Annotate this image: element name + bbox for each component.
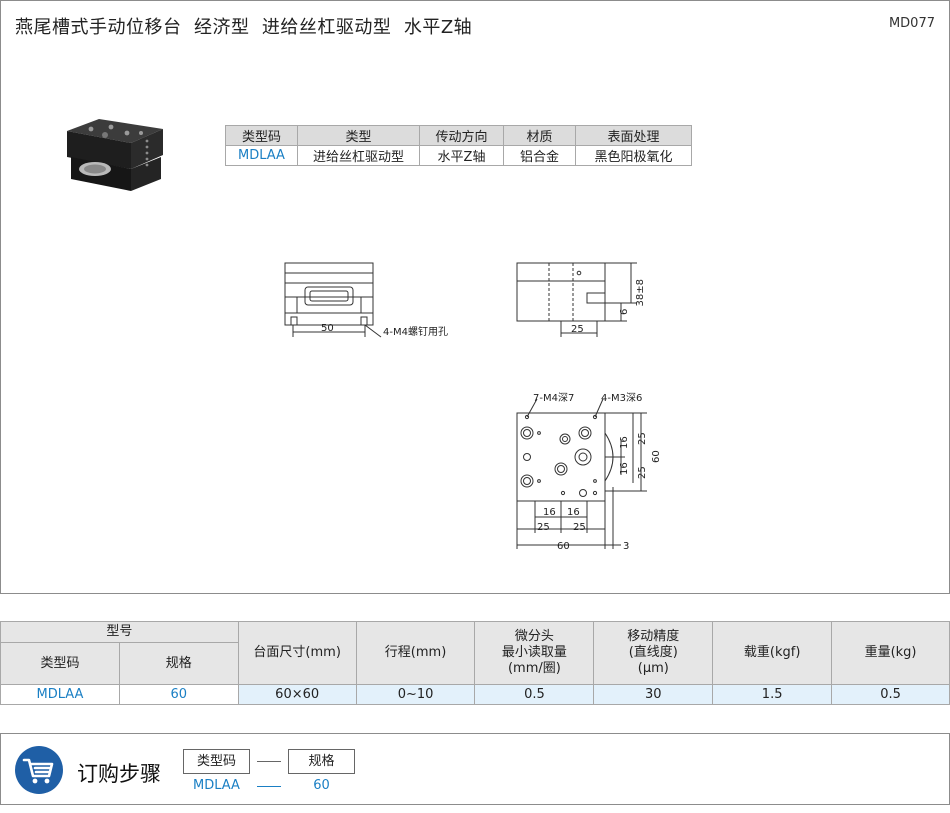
spec-stroke: 0~10 — [355, 684, 476, 705]
top-dim-25-v2: 25 — [637, 466, 648, 479]
top-note-m3: 4-M3深6 — [601, 392, 642, 404]
top-dim-60-v: 60 — [651, 450, 659, 463]
type-info-header: 传动方向 — [419, 125, 504, 146]
top-dim-25-h1: 25 — [537, 522, 550, 533]
material-cell: 铝合金 — [503, 145, 576, 166]
top-dim-3: 3 — [623, 541, 629, 552]
type-info-header: 材质 — [503, 125, 576, 146]
step-box-type-code: 类型码 — [183, 749, 250, 774]
type-info-header: 类型码 — [225, 125, 298, 146]
spec-reading: 0.5 — [474, 684, 595, 705]
spec-header: 移动精度 (直线度) (μm) — [593, 621, 714, 685]
side-dim-height: 38±8 — [635, 279, 646, 306]
spec-weight: 0.5 — [831, 684, 950, 705]
page-title: 燕尾槽式手动位移台 经济型 进给丝杠驱动型 水平Z轴 — [15, 17, 473, 38]
product-code: MD077 — [888, 16, 935, 31]
type-info-table: 类型码 类型 传动方向 材质 表面处理 MDLAA 进给丝杠驱动型 水平Z轴 铝… — [225, 125, 692, 166]
spec-value-header: 规格 — [118, 642, 239, 685]
top-view-drawing: 7-M4深7 4-M3深6 16 16 25 25 60 16 16 25 25… — [516, 392, 659, 552]
product-panel: 燕尾槽式手动位移台 经济型 进给丝杠驱动型 水平Z轴 MD077 类型码 类型 … — [0, 0, 950, 594]
front-dim-50: 50 — [321, 323, 334, 334]
type-info-row: MDLAA 进给丝杠驱动型 水平Z轴 铝合金 黑色阳极氧化 — [225, 145, 692, 166]
front-view-drawing: 50 4-M4螺钉用孔 — [284, 262, 448, 338]
side-dim-25: 25 — [571, 324, 584, 335]
type-cell: 进给丝杠驱动型 — [297, 145, 420, 166]
side-view-drawing: 25 38±8 6 — [516, 262, 646, 337]
spec-header: 微分头 最小读取量 (mm/圈) — [474, 621, 595, 685]
spec-table-size: 60×60 — [237, 684, 357, 705]
top-dim-25-h2: 25 — [573, 522, 586, 533]
spec-header: 台面尺寸(mm) — [237, 621, 357, 685]
order-steps-panel: 订购步骤 类型码 规格 MDLAA 60 — [0, 733, 950, 805]
side-dim-6: 6 — [619, 309, 630, 315]
surface-cell: 黑色阳极氧化 — [575, 145, 692, 166]
spec-accuracy: 30 — [593, 684, 714, 705]
spec-header: 载重(kgf) — [712, 621, 833, 685]
model-group-header: 型号 — [0, 621, 239, 643]
order-title: 订购步骤 — [77, 762, 161, 786]
top-dim-16-h2: 16 — [567, 507, 580, 518]
top-dim-16-v2: 16 — [619, 462, 630, 475]
top-dim-25-v1: 25 — [637, 432, 648, 445]
product-photo — [67, 119, 163, 191]
spec-table: 型号 台面尺寸(mm) 行程(mm) 微分头 最小读取量 (mm/圈) 移动精度… — [0, 621, 950, 705]
spec-row: MDLAA 60 60×60 0~10 0.5 30 1.5 0.5 — [0, 684, 950, 705]
top-note-m4: 7-M4深7 — [533, 392, 574, 404]
cart-badge — [15, 746, 63, 794]
spec-size-code[interactable]: 60 — [118, 684, 239, 705]
type-code-header: 类型码 — [0, 642, 120, 685]
type-code-cell[interactable]: MDLAA — [225, 145, 298, 166]
spec-load: 1.5 — [712, 684, 833, 705]
direction-cell: 水平Z轴 — [419, 145, 504, 166]
step-value-spec[interactable]: 60 — [313, 778, 330, 793]
step-value-separator — [257, 786, 281, 787]
front-hole-note: 4-M4螺钉用孔 — [383, 326, 448, 338]
cart-icon — [22, 758, 54, 784]
top-dim-60-h: 60 — [557, 541, 570, 552]
step-value-type-code[interactable]: MDLAA — [193, 778, 240, 793]
top-dim-16-h1: 16 — [543, 507, 556, 518]
spec-header-row: 型号 台面尺寸(mm) 行程(mm) 微分头 最小读取量 (mm/圈) 移动精度… — [0, 621, 950, 685]
step-box-spec: 规格 — [288, 749, 355, 774]
top-dim-16-v1: 16 — [619, 436, 630, 449]
type-info-header: 表面处理 — [575, 125, 692, 146]
type-info-header: 类型 — [297, 125, 420, 146]
spec-header: 行程(mm) — [355, 621, 476, 685]
step-separator — [257, 761, 281, 762]
spec-header: 重量(kg) — [831, 621, 950, 685]
spec-type-code[interactable]: MDLAA — [0, 684, 120, 705]
type-info-header-row: 类型码 类型 传动方向 材质 表面处理 — [225, 125, 692, 146]
